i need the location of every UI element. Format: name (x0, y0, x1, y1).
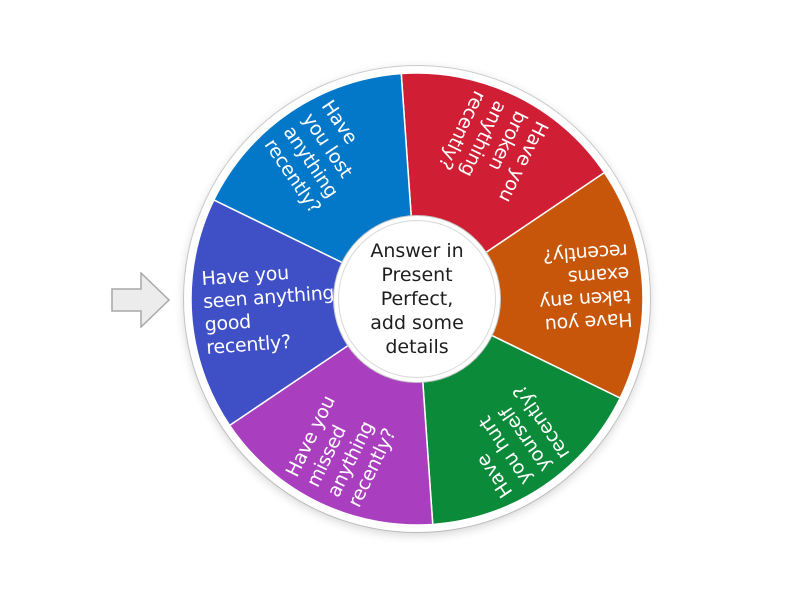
center-hub[interactable]: Answer in Present Perfect, add some deta… (338, 220, 496, 378)
pointer-arrow (111, 272, 171, 328)
center-instruction: Answer in Present Perfect, add some deta… (370, 240, 464, 358)
wheel-segment-indigo[interactable] (190, 198, 419, 427)
wheel-segment-orange[interactable] (415, 171, 644, 400)
arrow-right-icon (111, 272, 171, 328)
wheel[interactable]: Have you broken anything recently?Have y… (184, 66, 650, 532)
